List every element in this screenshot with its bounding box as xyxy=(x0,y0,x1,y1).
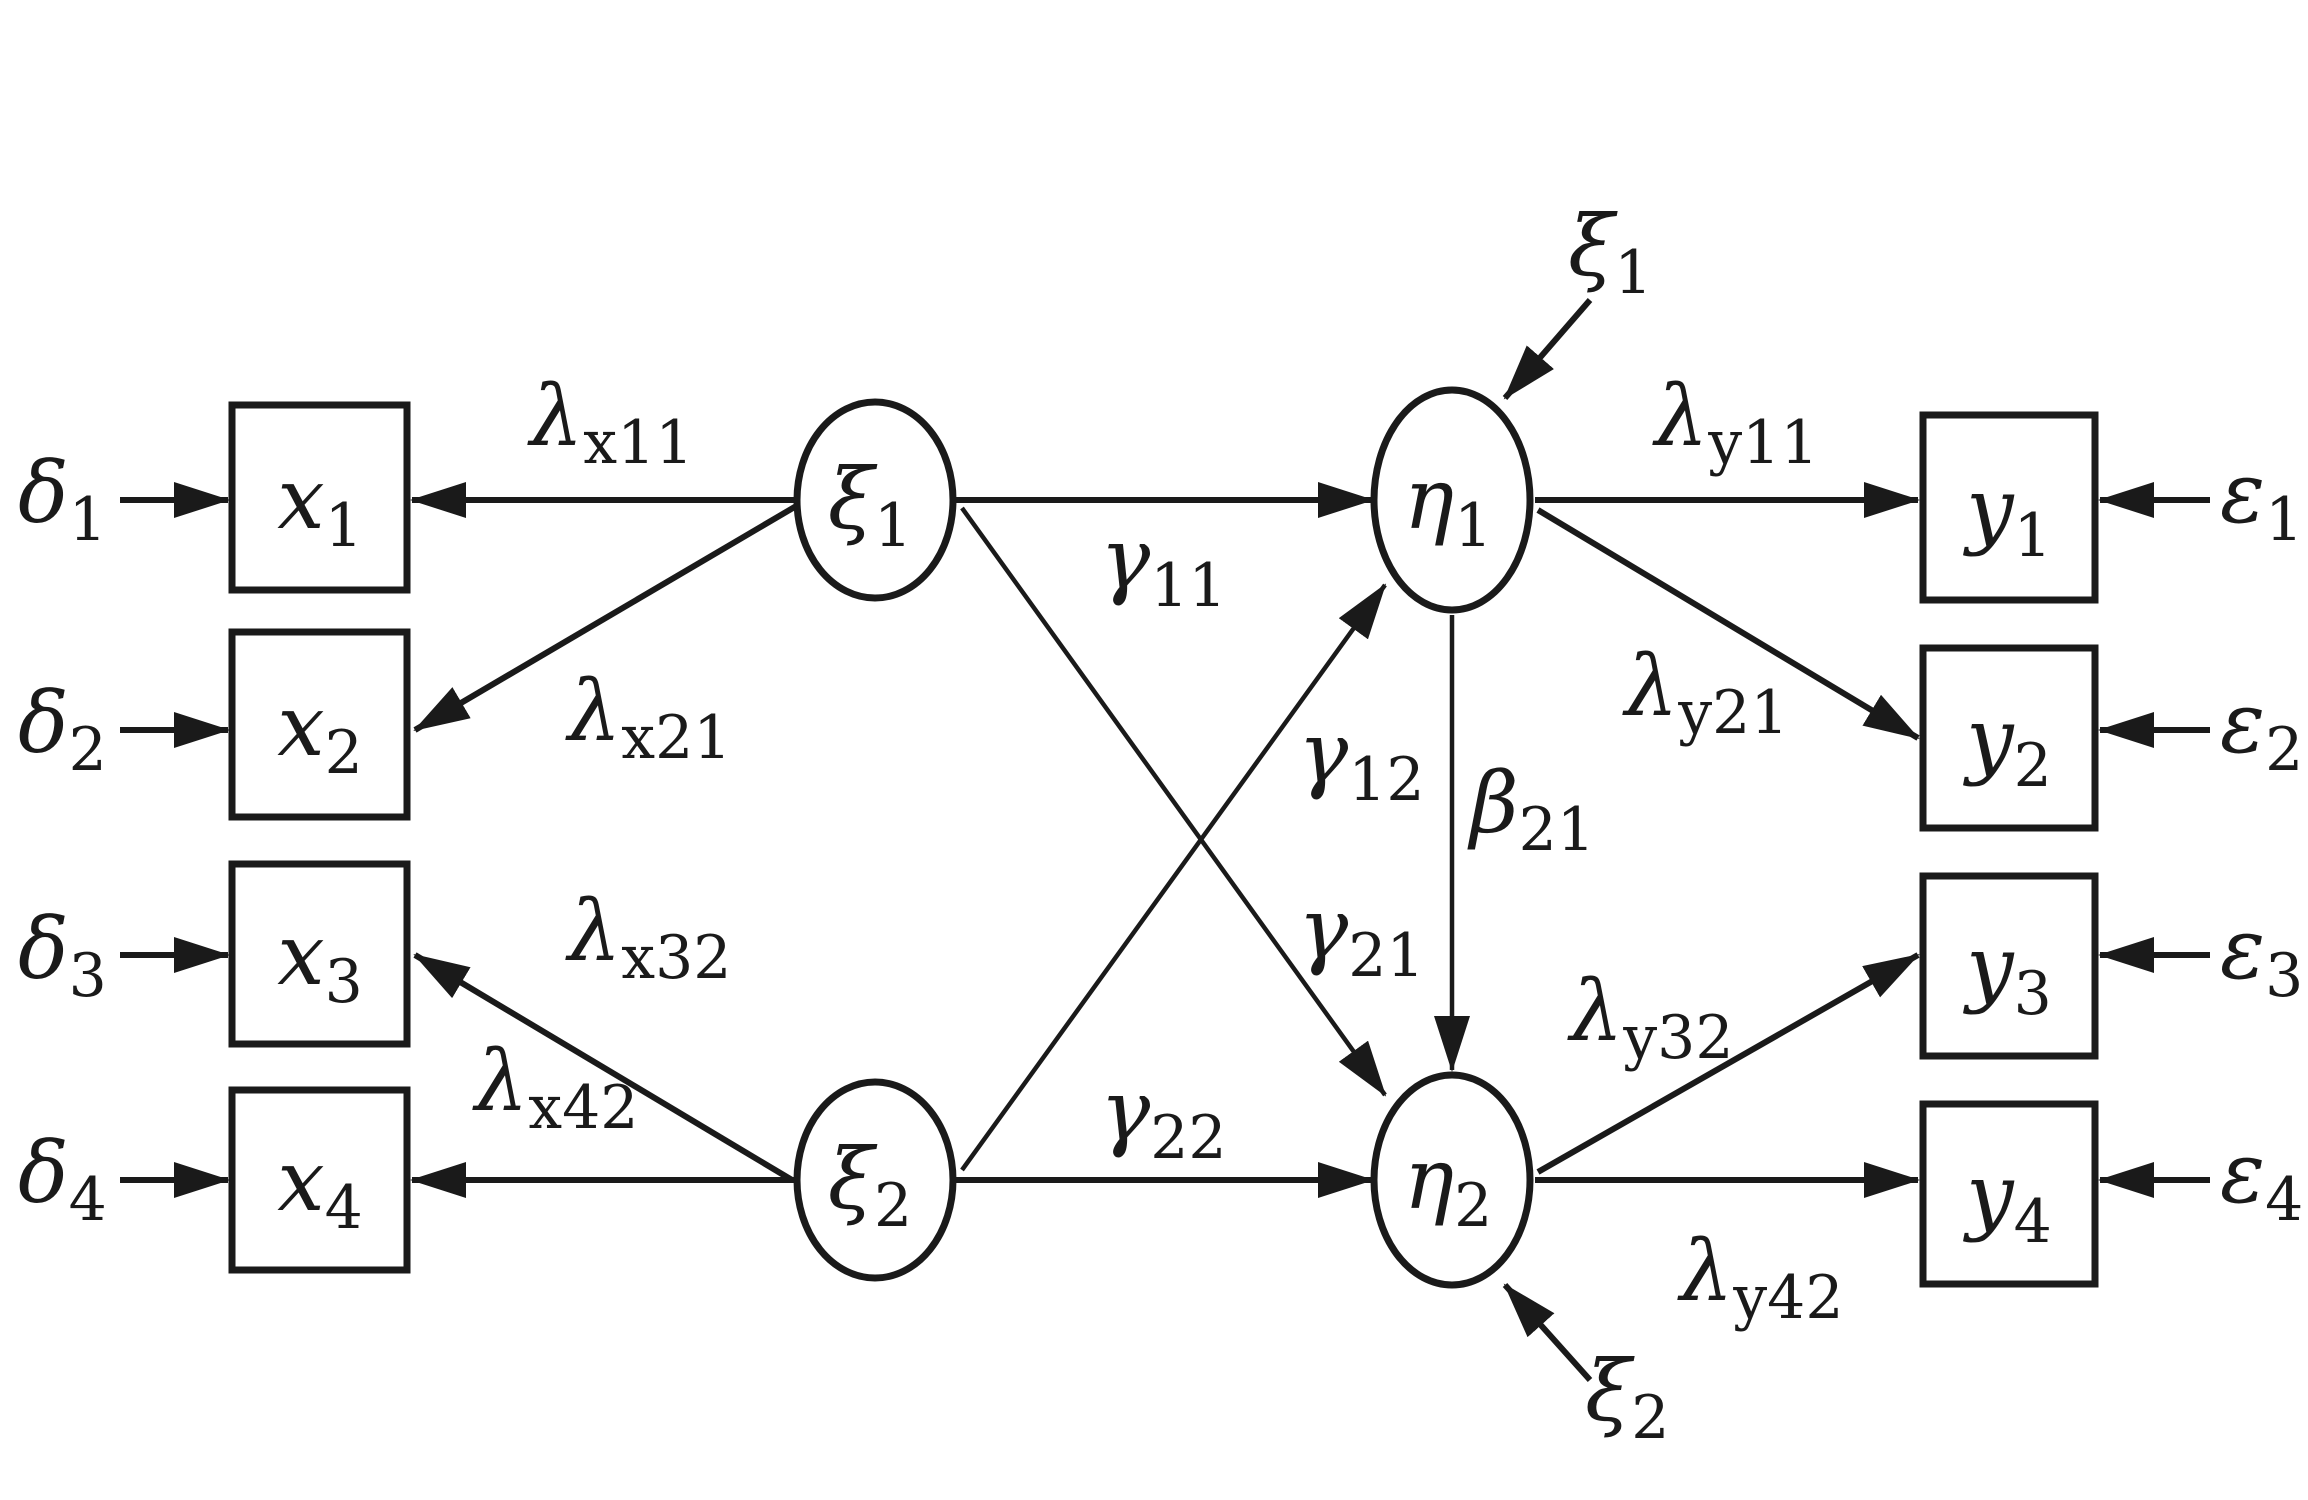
x1-symbol: x xyxy=(277,450,324,548)
box-x3 xyxy=(228,860,411,1048)
label-delta4: δ4 xyxy=(18,1124,107,1235)
eta1-subscript: 1 xyxy=(1454,491,1492,561)
label-zeta1: ξ1 xyxy=(1568,197,1652,308)
label-lambda-x11: λx11 xyxy=(527,367,693,478)
circle-eta2 xyxy=(1370,1071,1534,1289)
label-lambda-x21: λx21 xyxy=(565,662,731,773)
xi1-symbol: ξ xyxy=(828,450,878,548)
label-gamma11: γ11 xyxy=(1100,510,1227,621)
node-x3: x3 xyxy=(228,860,411,1048)
y3-symbol: y xyxy=(1962,918,2015,1016)
label-gamma21: γ21 xyxy=(1298,880,1425,991)
label-lambda-y32: λy32 xyxy=(1567,962,1734,1073)
svg-text:y1: y1 xyxy=(1962,460,2052,571)
y4-subscript: 4 xyxy=(2014,1187,2052,1257)
eta2-subscript: 2 xyxy=(1454,1171,1492,1241)
label-epsilon2: ε2 xyxy=(2220,674,2303,785)
node-x2: x2 xyxy=(228,628,411,821)
svg-text:x4: x4 xyxy=(277,1132,363,1243)
label-beta21: β21 xyxy=(1467,754,1595,865)
svg-text:η1: η1 xyxy=(1404,450,1493,561)
svg-text:x2: x2 xyxy=(277,677,363,788)
node-eta2: η2 xyxy=(1370,1071,1534,1289)
svg-text:y3: y3 xyxy=(1962,918,2052,1029)
node-y2: y2 xyxy=(1919,644,2099,832)
node-y1: y1 xyxy=(1919,411,2099,604)
xi2-symbol: ξ xyxy=(828,1130,878,1228)
edges xyxy=(120,298,2210,1383)
x3-subscript: 3 xyxy=(325,947,363,1017)
label-delta2: δ2 xyxy=(18,674,107,785)
svg-text:y4: y4 xyxy=(1962,1146,2052,1257)
label-lambda-y11: λy11 xyxy=(1652,367,1819,478)
error-labels: δ1 δ2 δ3 δ4 ε1 ε2 ε3 ε4 ξ1 ξ2 xyxy=(18,197,2303,1453)
y3-subscript: 3 xyxy=(2014,959,2052,1029)
node-y4: y4 xyxy=(1919,1100,2099,1288)
label-lambda-x42: λx42 xyxy=(472,1032,638,1143)
node-x4: x4 xyxy=(228,1086,411,1274)
label-gamma22: γ22 xyxy=(1100,1062,1227,1173)
label-lambda-y42: λy42 xyxy=(1677,1222,1844,1333)
label-zeta2: ξ2 xyxy=(1585,1342,1669,1453)
edge-eta2-y3 xyxy=(1536,952,1920,1175)
node-eta1: η1 xyxy=(1370,386,1534,614)
circle-eta1 xyxy=(1370,386,1534,614)
x4-subscript: 4 xyxy=(325,1173,363,1243)
label-delta3: δ3 xyxy=(18,900,107,1011)
x2-subscript: 2 xyxy=(325,718,363,788)
circle-xi1 xyxy=(793,398,957,602)
label-epsilon1: ε1 xyxy=(2220,444,2303,555)
node-y3: y3 xyxy=(1919,872,2099,1060)
x4-symbol: x xyxy=(277,1132,324,1230)
svg-text:ξ1: ξ1 xyxy=(828,450,912,561)
y4-symbol: y xyxy=(1962,1146,2015,1244)
box-y2 xyxy=(1919,644,2099,832)
y1-symbol: y xyxy=(1962,460,2015,558)
eta1-symbol: η xyxy=(1404,450,1454,548)
circle-xi2 xyxy=(793,1078,957,1282)
label-epsilon4: ε4 xyxy=(2220,1124,2303,1235)
edge-zeta2-eta2 xyxy=(1502,1282,1593,1383)
y2-subscript: 2 xyxy=(2014,731,2052,801)
xi1-subscript: 1 xyxy=(874,491,912,561)
y1-subscript: 1 xyxy=(2014,501,2052,571)
edge-xi2-x3 xyxy=(413,952,794,1183)
x1-subscript: 1 xyxy=(325,491,363,561)
label-epsilon3: ε3 xyxy=(2220,900,2303,1011)
edge-xi1-eta2 xyxy=(960,506,1387,1097)
box-x1 xyxy=(228,401,411,594)
node-x1: x1 xyxy=(228,401,411,594)
x3-symbol: x xyxy=(277,906,324,1004)
box-y3 xyxy=(1919,872,2099,1060)
svg-text:x1: x1 xyxy=(277,450,363,561)
xi2-subscript: 2 xyxy=(874,1171,912,1241)
node-xi1: ξ1 xyxy=(793,398,957,602)
label-lambda-x32: λx32 xyxy=(565,882,731,993)
x2-symbol: x xyxy=(277,677,324,775)
svg-text:x3: x3 xyxy=(277,906,363,1017)
edge-xi2-eta1 xyxy=(960,583,1387,1172)
edge-xi1-x2 xyxy=(413,502,800,733)
y2-symbol: y xyxy=(1962,690,2015,788)
edge-eta1-y2 xyxy=(1536,507,1920,741)
label-gamma12: γ12 xyxy=(1298,704,1425,815)
svg-text:ξ2: ξ2 xyxy=(828,1130,912,1241)
label-delta1: δ1 xyxy=(18,444,107,555)
eta2-symbol: η xyxy=(1404,1130,1454,1228)
edge-zeta1-eta1 xyxy=(1502,298,1593,400)
node-xi2: ξ2 xyxy=(793,1078,957,1282)
box-y1 xyxy=(1919,411,2099,604)
svg-text:y2: y2 xyxy=(1962,690,2052,801)
box-x2 xyxy=(228,628,411,821)
box-y4 xyxy=(1919,1100,2099,1288)
box-x4 xyxy=(228,1086,411,1274)
svg-text:η2: η2 xyxy=(1404,1130,1493,1241)
label-lambda-y21: λy21 xyxy=(1622,637,1789,748)
path-labels: λx11 λx21 λx32 λx42 γ11 γ12 γ21 γ22 β21 … xyxy=(472,367,1844,1333)
